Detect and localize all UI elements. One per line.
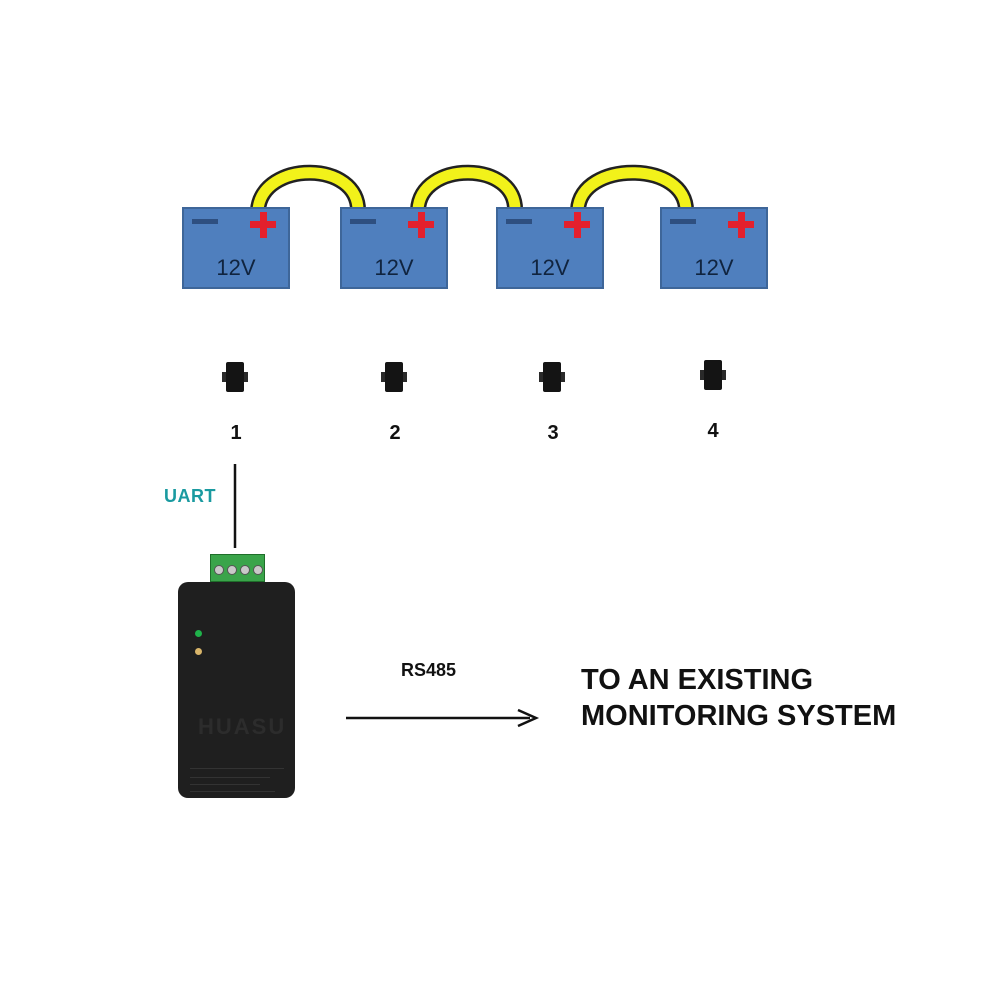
power-led-icon — [195, 630, 202, 637]
positive-terminal-icon-v — [573, 212, 581, 238]
battery-voltage-label: 12V — [530, 255, 570, 280]
battery-voltage-label: 12V — [374, 255, 414, 280]
converter-brand-logo: HUASU — [198, 714, 287, 739]
uart-label: UART — [164, 486, 216, 506]
negative-terminal-icon — [350, 219, 376, 224]
positive-terminal-icon-v — [417, 212, 425, 238]
destination-line-2: MONITORING SYSTEM — [581, 700, 897, 732]
status-led-icon — [195, 648, 202, 655]
destination-line-1: TO AN EXISTING — [581, 664, 814, 696]
positive-terminal-icon-v — [737, 212, 745, 238]
battery-2: 12V — [340, 207, 448, 289]
converter-label-plate — [190, 768, 284, 795]
terminal-block — [210, 554, 265, 582]
uart-rs485-converter-icon — [178, 582, 295, 798]
module-number-4: 4 — [707, 420, 719, 442]
battery-1: 12V — [182, 207, 290, 289]
battery-3: 12V — [496, 207, 604, 289]
rs485-label: RS485 — [401, 660, 457, 680]
bms-sensor-icon-1 — [222, 362, 248, 392]
jumper-cable-1-2-fill — [252, 167, 364, 213]
module-number-3: 3 — [547, 422, 559, 444]
jumper-cable-2-3-fill — [412, 167, 521, 213]
module-number-1: 1 — [230, 422, 242, 444]
battery-4: 12V — [660, 207, 768, 289]
bms-sensor-icon-4 — [700, 360, 726, 390]
positive-terminal-icon-v — [259, 212, 267, 238]
arrow-right-icon — [517, 708, 540, 728]
negative-terminal-icon — [192, 219, 218, 224]
battery-voltage-label: 12V — [216, 255, 256, 280]
bms-sensor-icon-2 — [381, 362, 407, 392]
module-number-2: 2 — [389, 422, 401, 444]
negative-terminal-icon — [506, 219, 532, 224]
battery-voltage-label: 12V — [694, 255, 734, 280]
negative-terminal-icon — [670, 219, 696, 224]
jumper-cable-3-4-fill — [572, 167, 692, 213]
bms-sensor-icon-3 — [539, 362, 565, 392]
destination-text: TO AN EXISTING MONITORING SYSTEM — [581, 662, 896, 734]
